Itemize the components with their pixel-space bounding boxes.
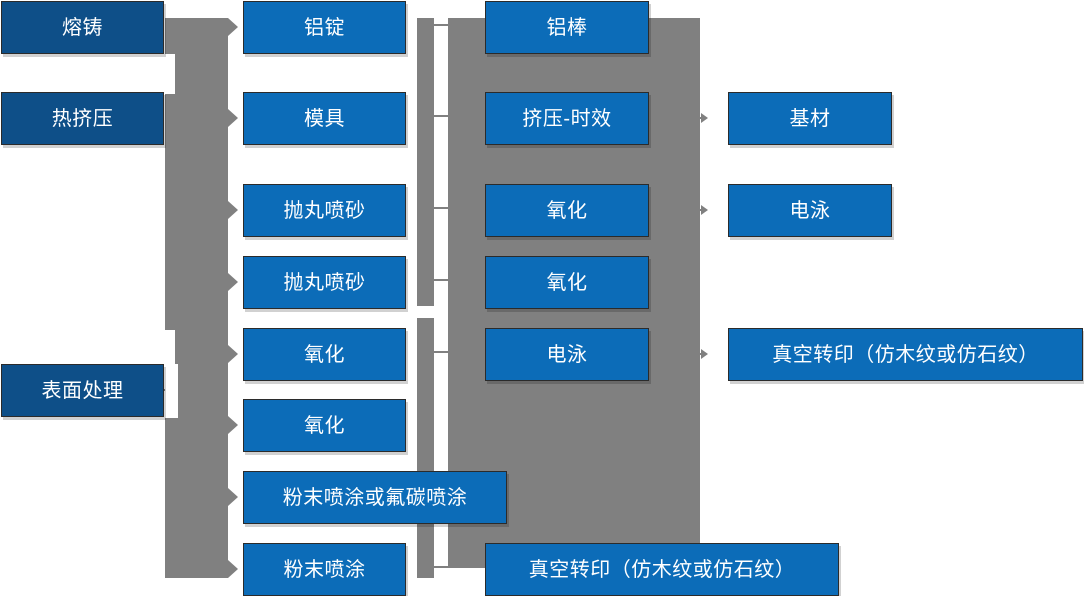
node-label: 电泳 bbox=[789, 199, 831, 222]
node-label: 抛丸喷砂 bbox=[283, 199, 366, 222]
node-col4-2[interactable]: 电泳 bbox=[728, 182, 894, 237]
node-col3-2[interactable]: 挤压-时效 bbox=[485, 90, 651, 145]
node-col2-8[interactable]: 粉末喷涂 bbox=[243, 541, 408, 596]
node-label: 铝锭 bbox=[304, 16, 345, 39]
node-label: 电泳 bbox=[546, 343, 588, 366]
node-label: 表面处理 bbox=[41, 379, 124, 402]
node-col3-1[interactable]: 铝棒 bbox=[485, 0, 651, 54]
node-stage-2[interactable]: 热挤压 bbox=[1, 90, 166, 145]
node-label: 真空转印（仿木纹或仿石纹） bbox=[772, 343, 1039, 366]
arrow-to-col2-7 bbox=[228, 488, 238, 506]
node-label: 氧化 bbox=[304, 414, 345, 437]
node-col3-4[interactable]: 氧化 bbox=[485, 254, 651, 309]
node-col2-3[interactable]: 抛丸喷砂 bbox=[243, 182, 408, 237]
node-label: 熔铸 bbox=[62, 16, 103, 39]
node-col2-5[interactable]: 氧化 bbox=[243, 326, 408, 381]
node-label: 模具 bbox=[304, 107, 345, 130]
node-label: 基材 bbox=[789, 107, 831, 130]
trunk-notch-b bbox=[165, 330, 175, 366]
bus-tie-5 bbox=[434, 351, 448, 353]
node-label: 抛丸喷砂 bbox=[283, 271, 366, 294]
node-col4-1[interactable]: 基材 bbox=[728, 90, 894, 145]
node-col2-2[interactable]: 模具 bbox=[243, 90, 408, 145]
arrow-to-col4-3 bbox=[701, 349, 708, 359]
node-label: 挤压-时效 bbox=[522, 107, 612, 130]
node-col4-3[interactable]: 真空转印（仿木纹或仿石纹） bbox=[728, 326, 1084, 381]
trunk-bar-left bbox=[165, 18, 228, 578]
node-label: 粉末喷涂 bbox=[283, 558, 366, 581]
node-stage-1[interactable]: 熔铸 bbox=[1, 0, 166, 54]
bus-tie-4 bbox=[434, 279, 448, 281]
node-col2-6[interactable]: 氧化 bbox=[243, 397, 408, 452]
bus-tie-6 bbox=[434, 566, 448, 568]
bus-tie-1 bbox=[434, 24, 448, 26]
node-label: 铝棒 bbox=[546, 16, 588, 39]
arrow-to-col2-3 bbox=[228, 201, 238, 219]
node-label: 氧化 bbox=[304, 343, 345, 366]
node-col2-1[interactable]: 铝锭 bbox=[243, 0, 408, 54]
node-col2-7[interactable]: 粉末喷涂或氟碳喷涂 bbox=[243, 469, 509, 524]
col4-tie-2 bbox=[700, 209, 703, 211]
trunk-stub-top bbox=[165, 18, 228, 36]
bus-tie-3 bbox=[434, 207, 448, 209]
arrow-to-col2-1 bbox=[228, 18, 238, 36]
node-col3-3[interactable]: 氧化 bbox=[485, 182, 651, 237]
arrow-to-col2-4 bbox=[228, 273, 238, 291]
trunk-lower-white-gap bbox=[165, 364, 178, 418]
bus-bar-break bbox=[417, 306, 434, 318]
node-col3-6[interactable]: 真空转印（仿木纹或仿石纹） bbox=[485, 541, 841, 596]
arrow-to-col2-2 bbox=[228, 109, 238, 127]
node-col3-5[interactable]: 电泳 bbox=[485, 326, 651, 381]
col4-tie-3 bbox=[700, 353, 703, 355]
node-label: 氧化 bbox=[546, 271, 588, 294]
node-col2-4[interactable]: 抛丸喷砂 bbox=[243, 254, 408, 309]
arrow-to-col2-5 bbox=[228, 345, 238, 363]
bus-bar-mid bbox=[417, 18, 434, 578]
node-stage-3[interactable]: 表面处理 bbox=[1, 362, 166, 417]
arrow-to-col2-8 bbox=[228, 560, 238, 578]
node-label: 热挤压 bbox=[51, 107, 114, 130]
arrow-to-col4-1 bbox=[701, 113, 708, 123]
node-label: 氧化 bbox=[546, 199, 588, 222]
arrow-to-col2-6 bbox=[228, 416, 238, 434]
arrow-to-col4-2 bbox=[701, 205, 708, 215]
node-label: 粉末喷涂或氟碳喷涂 bbox=[282, 486, 468, 509]
col4-tie-1 bbox=[700, 117, 703, 119]
node-label: 真空转印（仿木纹或仿石纹） bbox=[528, 558, 796, 581]
trunk-notch-a bbox=[165, 54, 175, 94]
bus-tie-2 bbox=[434, 115, 448, 117]
